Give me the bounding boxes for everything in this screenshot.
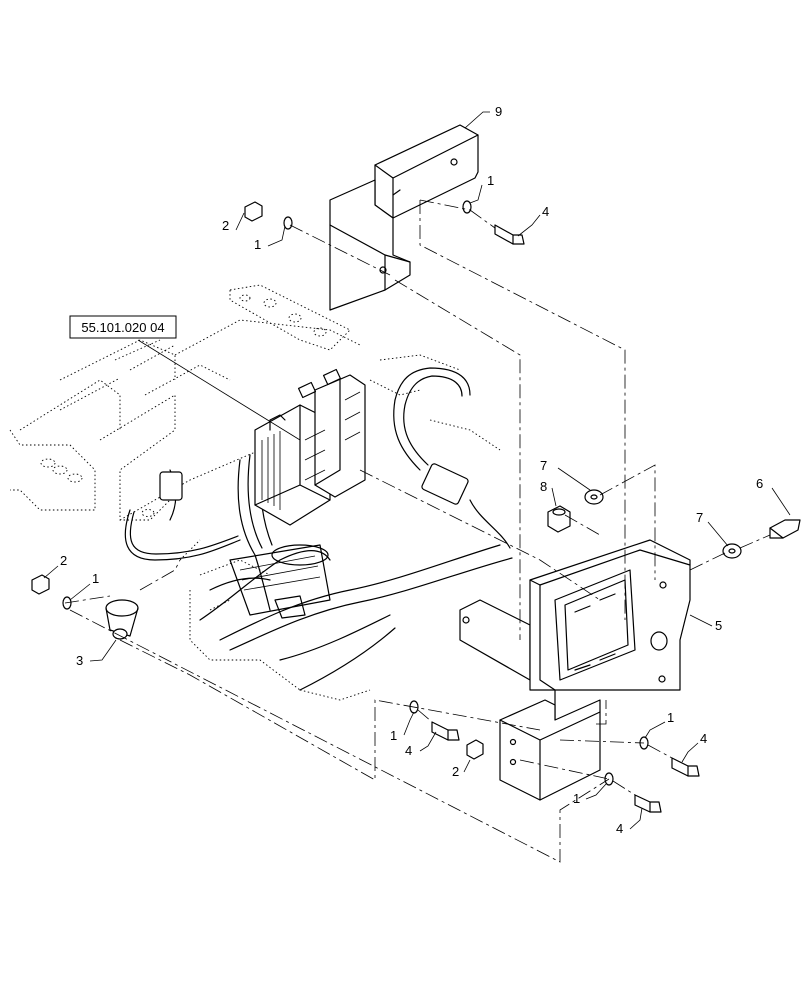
callout-1: 1 [667,710,674,725]
callout-1: 1 [573,791,580,806]
callout-1: 1 [487,173,494,188]
callout-2: 2 [452,764,459,779]
reference-label-text: 55.101.020 04 [81,320,164,335]
controller-modules [254,368,366,526]
callout-labels: 9 2 1 1 4 7 8 6 7 5 2 1 3 1 4 2 1 4 1 4 [60,104,763,836]
callout-4: 4 [542,204,549,219]
callout-1: 1 [390,728,397,743]
callout-1: 1 [254,237,261,252]
callout-9: 9 [495,104,502,119]
callout-7: 7 [696,510,703,525]
callout-5: 5 [715,618,722,633]
callout-6: 6 [756,476,763,491]
callout-4: 4 [700,731,707,746]
callout-4: 4 [405,743,412,758]
leader-lines [43,111,791,830]
callout-7: 7 [540,458,547,473]
callout-2: 2 [222,218,229,233]
hardware [31,200,801,813]
part-9-cover-bracket [329,124,479,311]
callout-8: 8 [540,479,547,494]
part-5-mounting-bracket [459,539,691,801]
reference-label[interactable]: 55.101.020 04 [69,315,177,339]
callout-4: 4 [616,821,623,836]
wiring-harness [124,367,513,691]
callout-3: 3 [76,653,83,668]
callout-1: 1 [92,571,99,586]
callout-2: 2 [60,553,67,568]
assembly-center-lines [64,199,771,863]
